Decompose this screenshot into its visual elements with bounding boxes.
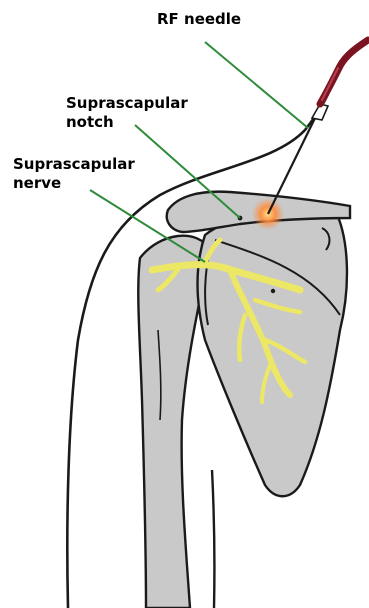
rf-needle-handle [320,40,368,104]
rf-needle-cable-highlight [322,68,338,100]
rf-needle-leader-line [205,42,308,128]
arm-inner-outline [212,470,214,608]
suprascapular-notch-label: Suprascapular notch [66,94,188,132]
rf-needle-label: RF needle [157,10,241,29]
scapula-dot [271,289,275,293]
scapula-bone [198,209,347,497]
suprascapular-nerve-label: Suprascapular nerve [13,155,135,193]
